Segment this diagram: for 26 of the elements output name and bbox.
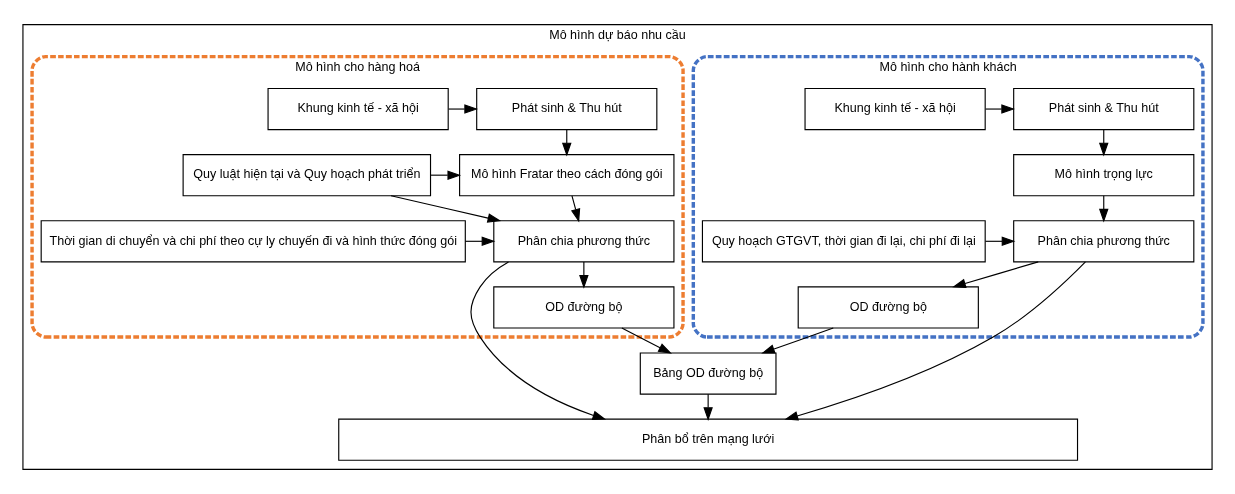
node-box: Thời gian di chuyển và chi phí theo cự ly chuyến đi và hình thức đóng gói bbox=[40, 220, 466, 263]
arrow bbox=[579, 261, 589, 289]
node-box: Mô hình trọng lực bbox=[1013, 154, 1195, 197]
node-box: Phát sinh & Thu hút bbox=[476, 87, 658, 131]
arrow bbox=[570, 195, 581, 223]
node-box: Quy hoạch GTGVT, thời gian đi lại, chi phí đi lại bbox=[701, 220, 986, 263]
arrow bbox=[703, 393, 713, 421]
arrow bbox=[784, 261, 1086, 421]
node-box: Quy luật hiện tại và Quy hoạch phát triển bbox=[182, 154, 432, 197]
node-box: Phân chia phương thức bbox=[1013, 220, 1195, 263]
node-box: Phát sinh & Thu hút bbox=[1013, 87, 1195, 131]
arrow bbox=[952, 261, 1039, 289]
arrow bbox=[448, 104, 478, 114]
node-box: Bảng OD đường bộ bbox=[639, 352, 777, 395]
arrow bbox=[621, 327, 672, 354]
arrow bbox=[470, 261, 607, 420]
node-box: Phân chia phương thức bbox=[493, 220, 675, 263]
node-box: Khung kinh tế - xã hội bbox=[804, 87, 986, 131]
node-box: OD đường bộ bbox=[797, 286, 979, 329]
arrow bbox=[761, 327, 834, 354]
node-box: OD đường bộ bbox=[493, 286, 675, 329]
arrow bbox=[985, 104, 1015, 114]
node-box: Phân bổ trên mạng lưới bbox=[338, 418, 1079, 461]
node-box: Khung kinh tế - xã hội bbox=[267, 87, 449, 131]
arrow bbox=[390, 195, 502, 223]
node-box: Mô hình Fratar theo cách đóng gói bbox=[459, 154, 675, 197]
